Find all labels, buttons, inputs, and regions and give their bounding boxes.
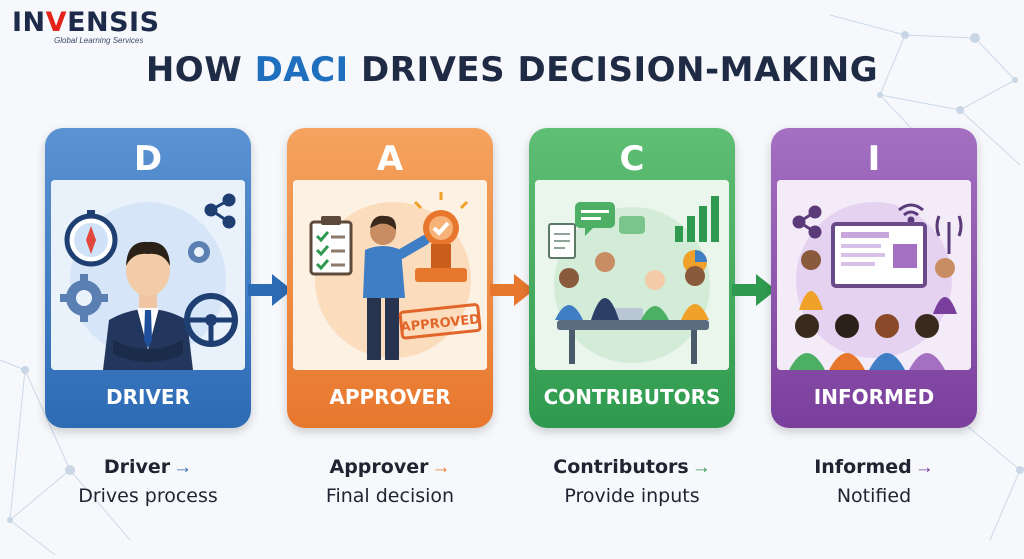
brand-tagline: Global Learning Services	[54, 36, 144, 45]
meeting-table	[557, 308, 709, 364]
contributors-illustration	[535, 180, 729, 370]
page-title: HOW DACI DRIVES DECISION-MAKING	[0, 50, 1024, 90]
caption-arrow-icon: →	[431, 457, 451, 478]
compass-icon	[64, 210, 118, 267]
role-card-approver: A	[287, 128, 493, 428]
role-letter: D	[133, 139, 163, 179]
caption-informed: Informed→ Notified	[771, 456, 977, 507]
caption-arrow-icon: →	[691, 457, 711, 478]
caption-name: Driver	[103, 456, 171, 478]
approval-stamp-icon	[415, 210, 467, 282]
approver-person-figure	[363, 215, 430, 360]
caption-description: Drives process	[78, 485, 218, 507]
caption-description: Notified	[836, 485, 912, 507]
title-accent: DACI	[254, 50, 349, 90]
brand-logo: INVENSIS Global Learning Services	[12, 7, 160, 46]
brand-name: INVENSIS	[12, 7, 160, 38]
caption-name: Informed	[814, 456, 912, 478]
role-card-driver: D	[45, 128, 251, 428]
role-letter: C	[619, 139, 645, 179]
presentation-board-icon	[831, 222, 927, 288]
flow-arrow-2	[490, 274, 534, 306]
share-icon	[792, 205, 822, 239]
caption-arrow-icon: →	[914, 457, 934, 478]
chat-bubbles-icon	[575, 202, 645, 236]
caption-description: Final decision	[325, 485, 455, 507]
clipboard-checklist-icon	[309, 216, 353, 276]
role-label: APPROVER	[329, 385, 451, 409]
role-card-informed: I	[771, 128, 977, 428]
caption-approver: Approver→ Final decision	[287, 456, 493, 507]
businessman-figure	[103, 241, 193, 370]
audience	[789, 314, 945, 370]
informed-illustration	[777, 180, 971, 370]
caption-description: Provide inputs	[564, 485, 700, 507]
flow-arrow-3	[732, 274, 776, 306]
caption-name: Contributors	[553, 456, 689, 478]
sparkle-icon	[413, 192, 469, 210]
contributor-people	[555, 252, 709, 320]
title-post: DRIVES DECISION-MAKING	[361, 50, 879, 90]
role-label: INFORMED	[813, 385, 935, 409]
caption-contributors: Contributors→ Provide inputs	[529, 456, 735, 507]
presenters	[799, 250, 957, 314]
gear-icon	[60, 241, 210, 322]
role-letter: I	[867, 139, 881, 179]
approver-illustration: APPROVED	[293, 180, 487, 370]
role-label: DRIVER	[106, 385, 190, 409]
title-pre: HOW	[145, 50, 243, 90]
caption-arrow-icon: →	[173, 457, 193, 478]
driver-illustration	[51, 180, 245, 370]
role-letter: A	[376, 139, 404, 179]
steering-wheel-icon	[184, 293, 238, 347]
role-label: CONTRIBUTORS	[543, 385, 721, 409]
flow-arrow-1	[248, 274, 292, 306]
caption-name: Approver	[329, 456, 429, 478]
broadcast-icon	[935, 215, 963, 254]
caption-driver: Driver→ Drives process	[45, 456, 251, 507]
document-icon	[548, 223, 576, 259]
share-icon	[204, 193, 236, 229]
role-card-contributors: C	[529, 128, 735, 428]
